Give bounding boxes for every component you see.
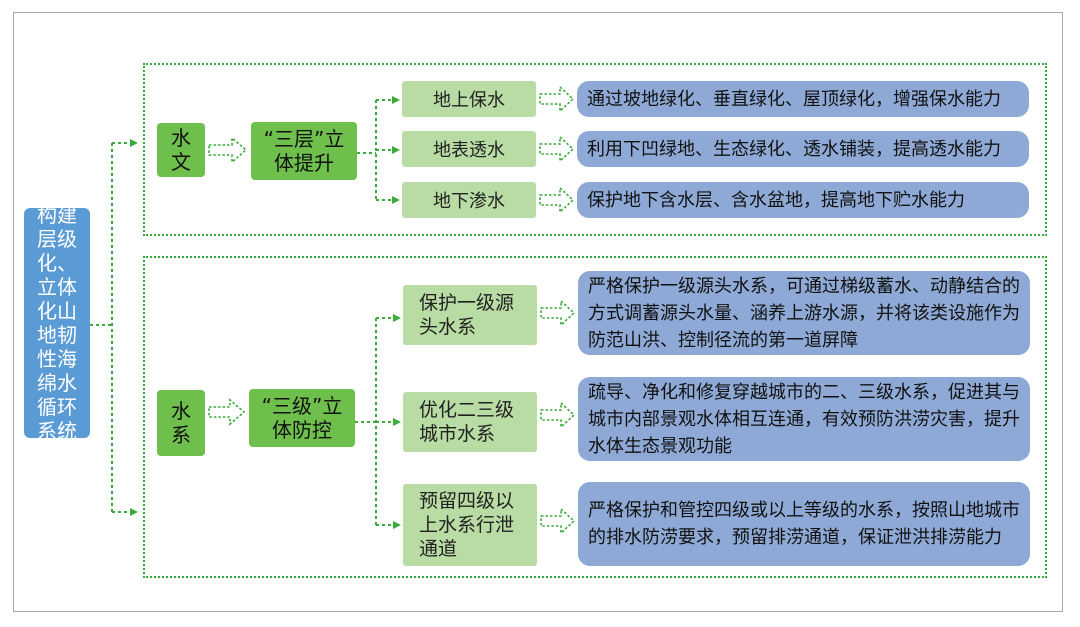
- water-system-desc-1: 严格保护一级源头水系，可通过梯级蓄水、动静结合的方式调蓄源头水量、涵养上游水源，…: [578, 271, 1030, 355]
- water-system-item-1: 保护一级源头水系: [403, 285, 537, 345]
- hollow-arrow-hydrology-3: [539, 186, 575, 214]
- water-system-desc-2: 疏导、净化和修复穿越城市的二、三级水系，促进其与城市内部景观水体相互连通，有效预…: [578, 377, 1030, 461]
- hollow-arrow-water-system-1: [540, 299, 576, 327]
- hollow-arrow-hydrology-2: [539, 135, 575, 163]
- diagram-frame: [13, 12, 1063, 612]
- hydrology-desc-2: 利用下凹绿地、生态绿化、透水铺装，提高透水能力: [577, 131, 1029, 167]
- water-system-desc-3: 严格保护和管控四级或以上等级的水系，按照山地城市的排水防涝要求，预留排涝通道，保…: [578, 482, 1030, 566]
- hydrology-item-3: 地下渗水: [402, 182, 536, 218]
- hydrology-desc-1: 通过坡地绿化、垂直绿化、屋顶绿化，增强保水能力: [577, 81, 1029, 117]
- water-system-strategy: “三级”立体防控: [249, 389, 355, 447]
- hollow-arrow-hydrology: [208, 136, 248, 164]
- hollow-arrow-hydrology-1: [539, 85, 575, 113]
- hydrology-strategy: “三层”立体提升: [251, 122, 357, 180]
- water-system-item-2: 优化二三级城市水系: [403, 392, 537, 452]
- water-system-item-3: 预留四级以上水系行泄通道: [403, 484, 537, 566]
- hydrology-label: 水文: [157, 123, 205, 177]
- water-system-group: [143, 256, 1047, 578]
- hollow-arrow-water-system: [208, 398, 246, 426]
- hollow-arrow-water-system-3: [540, 507, 576, 535]
- hydrology-group: [143, 63, 1047, 236]
- hydrology-item-2: 地表透水: [402, 131, 536, 167]
- hydrology-item-1: 地上保水: [402, 81, 536, 117]
- hollow-arrow-water-system-2: [540, 401, 576, 429]
- root-node: 构建层级化、立体化山地韧性海绵水循环系统: [24, 203, 90, 443]
- water-system-label: 水系: [157, 390, 205, 456]
- hydrology-desc-3: 保护地下含水层、含水盆地，提高地下贮水能力: [577, 182, 1029, 218]
